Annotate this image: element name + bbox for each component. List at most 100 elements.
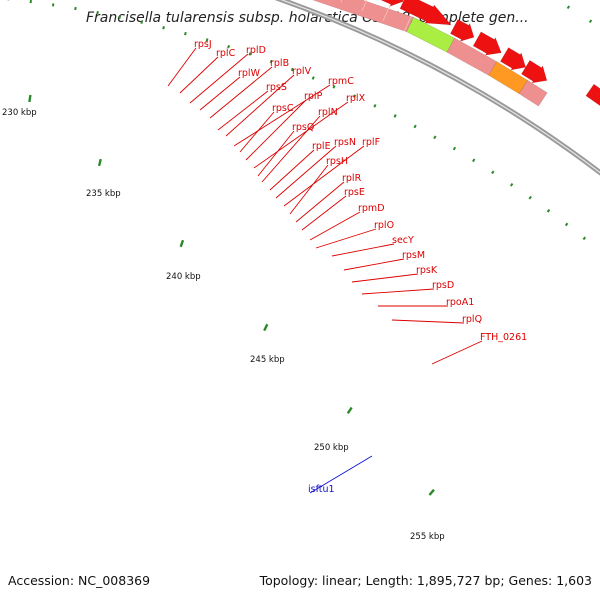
ruler-tick — [546, 208, 551, 213]
gene-label: rplR — [342, 173, 362, 184]
ruler-label: 250 kbp — [314, 443, 349, 453]
gene-label: rplB — [270, 58, 289, 69]
label-leader-line — [431, 340, 483, 365]
label-leader-line — [253, 101, 349, 169]
gene-label: rplC — [216, 48, 236, 59]
label-leader-line — [301, 195, 347, 231]
ruler-tick-layer — [7, 0, 593, 496]
gene-label: FTH_0261 — [480, 332, 527, 343]
label-leader-line — [309, 455, 373, 494]
ruler-tick — [205, 38, 209, 42]
ruler-tick — [162, 26, 165, 30]
ruler-tick — [509, 183, 514, 187]
gene-feature-layer — [311, 0, 600, 107]
label-leader-line — [245, 99, 307, 161]
gene-label: rpsN — [334, 137, 356, 148]
outer-gene-segment — [518, 79, 548, 107]
label-leader-line — [295, 181, 345, 223]
ruler-tick — [269, 59, 273, 64]
ruler-tick — [248, 52, 252, 56]
ruler-tick — [582, 236, 587, 241]
label-leader-line — [351, 273, 419, 283]
outer-segment-divider — [404, 16, 412, 31]
ruler-label: 245 kbp — [250, 355, 285, 365]
ruler-tick — [433, 135, 437, 140]
gene-label: rpsH — [326, 156, 348, 167]
ruler-tick — [311, 76, 315, 80]
gene-label: isftu1 — [308, 484, 335, 495]
red-gene-arrow — [472, 31, 502, 56]
accession-text: Accession: NC_008369 — [8, 573, 151, 588]
label-leader-line — [275, 145, 337, 199]
gene-label: rplQ — [462, 314, 482, 325]
backbone-highlight — [280, 0, 600, 174]
gene-label: rpsK — [416, 265, 438, 276]
label-leader-line — [361, 288, 435, 295]
ruler-tick — [118, 15, 121, 19]
label-leader-line — [309, 211, 361, 241]
label-leader-layer — [167, 47, 483, 494]
red-gene-arrow — [399, 0, 452, 26]
label-leader-line — [289, 164, 329, 215]
gene-label-layer: rpsJ rplC rplD rplW rplB rpsS rplV rpmC rpsC rplP… — [194, 39, 527, 495]
red-gene-arrow — [520, 59, 548, 84]
gene-label: rpsC — [272, 103, 294, 114]
gene-label: rpsQ — [292, 122, 314, 133]
ruler-tick — [373, 104, 377, 108]
ruler-tick — [491, 170, 495, 175]
label-leader-line — [167, 47, 197, 87]
ruler-tick — [352, 94, 357, 98]
label-leader-line — [239, 111, 275, 153]
gene-label: rpsJ — [194, 39, 212, 50]
label-leader-line — [233, 84, 331, 147]
label-leader-line — [225, 74, 295, 137]
ruler-tick — [566, 5, 571, 10]
gene-label: rplN — [318, 107, 338, 118]
ruler-tick — [413, 124, 417, 129]
outer-segment-divider — [382, 5, 391, 21]
ruler-label: 235 kbp — [86, 189, 121, 199]
ruler-tick — [96, 11, 99, 15]
gene-label: rpoA1 — [446, 297, 474, 308]
label-leader-line — [217, 90, 269, 131]
ruler-tick — [51, 3, 55, 7]
ruler-tick — [472, 158, 476, 163]
label-leader-line — [391, 319, 465, 324]
label-leader-line — [199, 76, 241, 111]
ruler-tick — [588, 19, 593, 24]
label-leader-line — [179, 56, 219, 94]
gene-label: rplW — [238, 68, 261, 79]
label-leader-line — [189, 53, 249, 104]
gene-label: rplF — [362, 137, 380, 148]
red-gene-arrow — [585, 83, 600, 106]
ruler-label: 230 kbp — [2, 108, 37, 118]
gene-label: rplP — [304, 91, 323, 102]
label-leader-line — [257, 130, 295, 177]
label-leader-line — [261, 115, 321, 183]
ruler-tick — [74, 6, 77, 11]
label-leader-line — [283, 145, 365, 207]
ruler-major-tick — [263, 323, 269, 332]
gene-label: rplX — [346, 93, 366, 104]
genome-backbone — [274, 0, 600, 176]
label-leader-line — [343, 258, 405, 271]
outer-segment-divider — [361, 0, 368, 12]
gene-label: rpmD — [358, 203, 385, 214]
ruler-major-tick — [346, 406, 353, 414]
gene-label: rpsS — [266, 82, 287, 93]
gene-label: rpsD — [432, 280, 454, 291]
gene-label: rplD — [246, 45, 266, 56]
label-leader-line — [331, 243, 395, 257]
ruler-tick — [140, 20, 144, 24]
red-gene-arrow — [499, 47, 526, 71]
gene-label: secY — [392, 235, 414, 246]
label-leader-line — [269, 149, 315, 191]
ruler-major-tick — [179, 239, 185, 248]
gene-label: rplV — [292, 66, 312, 77]
gene-label: rpsE — [344, 187, 365, 198]
label-leader-line — [209, 66, 273, 119]
gene-label: rpmC — [328, 76, 354, 87]
